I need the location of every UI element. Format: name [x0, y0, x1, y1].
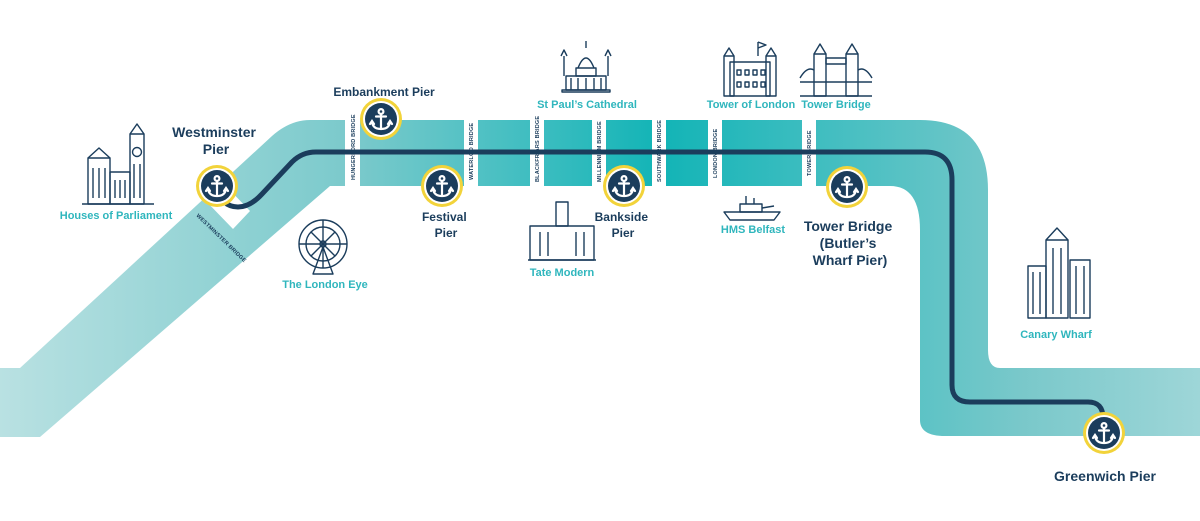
pier-marker-tower-bridge[interactable]	[826, 166, 868, 208]
pier-label-greenwich: Greenwich Pier	[1054, 468, 1156, 484]
tower-of-london-icon	[723, 41, 777, 97]
anchor-icon	[204, 175, 230, 198]
pier-marker-westminster[interactable]	[196, 165, 238, 207]
anchor-icon	[1091, 422, 1117, 445]
hms-belfast-icon	[723, 196, 781, 221]
bridge-label-blackfriars: BLACKFRIARS BRIDGE	[535, 116, 541, 182]
st-pauls-cathedral-icon	[560, 41, 612, 93]
tate-modern-icon	[528, 201, 596, 261]
landmark-label-tower-of-london: Tower of London	[707, 99, 796, 111]
landmark-label-hms-belfast: HMS Belfast	[721, 224, 786, 236]
pier-label-embankment: Embankment Pier	[333, 85, 435, 99]
anchor-icon	[368, 108, 394, 131]
houses-of-parliament-icon	[82, 123, 154, 205]
pier-label-tower-bridge: Tower Bridge (Butler’s Wharf Pier)	[804, 218, 896, 268]
canary-wharf-icon	[1027, 227, 1091, 319]
landmark-label-london-eye: The London Eye	[282, 279, 368, 291]
pier-marker-greenwich[interactable]	[1083, 412, 1125, 454]
anchor-icon	[834, 176, 860, 199]
landmark-label-st-pauls: St Paul’s Cathedral	[537, 99, 637, 111]
pier-label-westminster: Westminster Pier	[172, 124, 260, 157]
bridge-label-hungerford: HUNGERFORD BRIDGE	[351, 114, 357, 180]
landmark-label-canary-wharf: Canary Wharf	[1020, 329, 1092, 341]
pier-label-bankside: Bankside Pier	[595, 210, 652, 240]
tower-bridge-icon	[799, 43, 873, 97]
pier-marker-bankside[interactable]	[603, 165, 645, 207]
pier-marker-embankment[interactable]	[360, 98, 402, 140]
pier-label-festival: Festival Pier	[422, 210, 470, 240]
boat-route	[212, 149, 1106, 421]
anchor-icon	[429, 175, 455, 198]
anchor-icon	[611, 175, 637, 198]
river-thames	[0, 120, 1200, 437]
pier-marker-festival[interactable]	[421, 165, 463, 207]
landmark-label-tower-bridge: Tower Bridge	[801, 99, 870, 111]
landmark-label-tate-modern: Tate Modern	[530, 267, 595, 279]
london-eye-icon	[298, 219, 348, 275]
landmark-label-houses-of-parliament: Houses of Parliament	[60, 210, 173, 222]
